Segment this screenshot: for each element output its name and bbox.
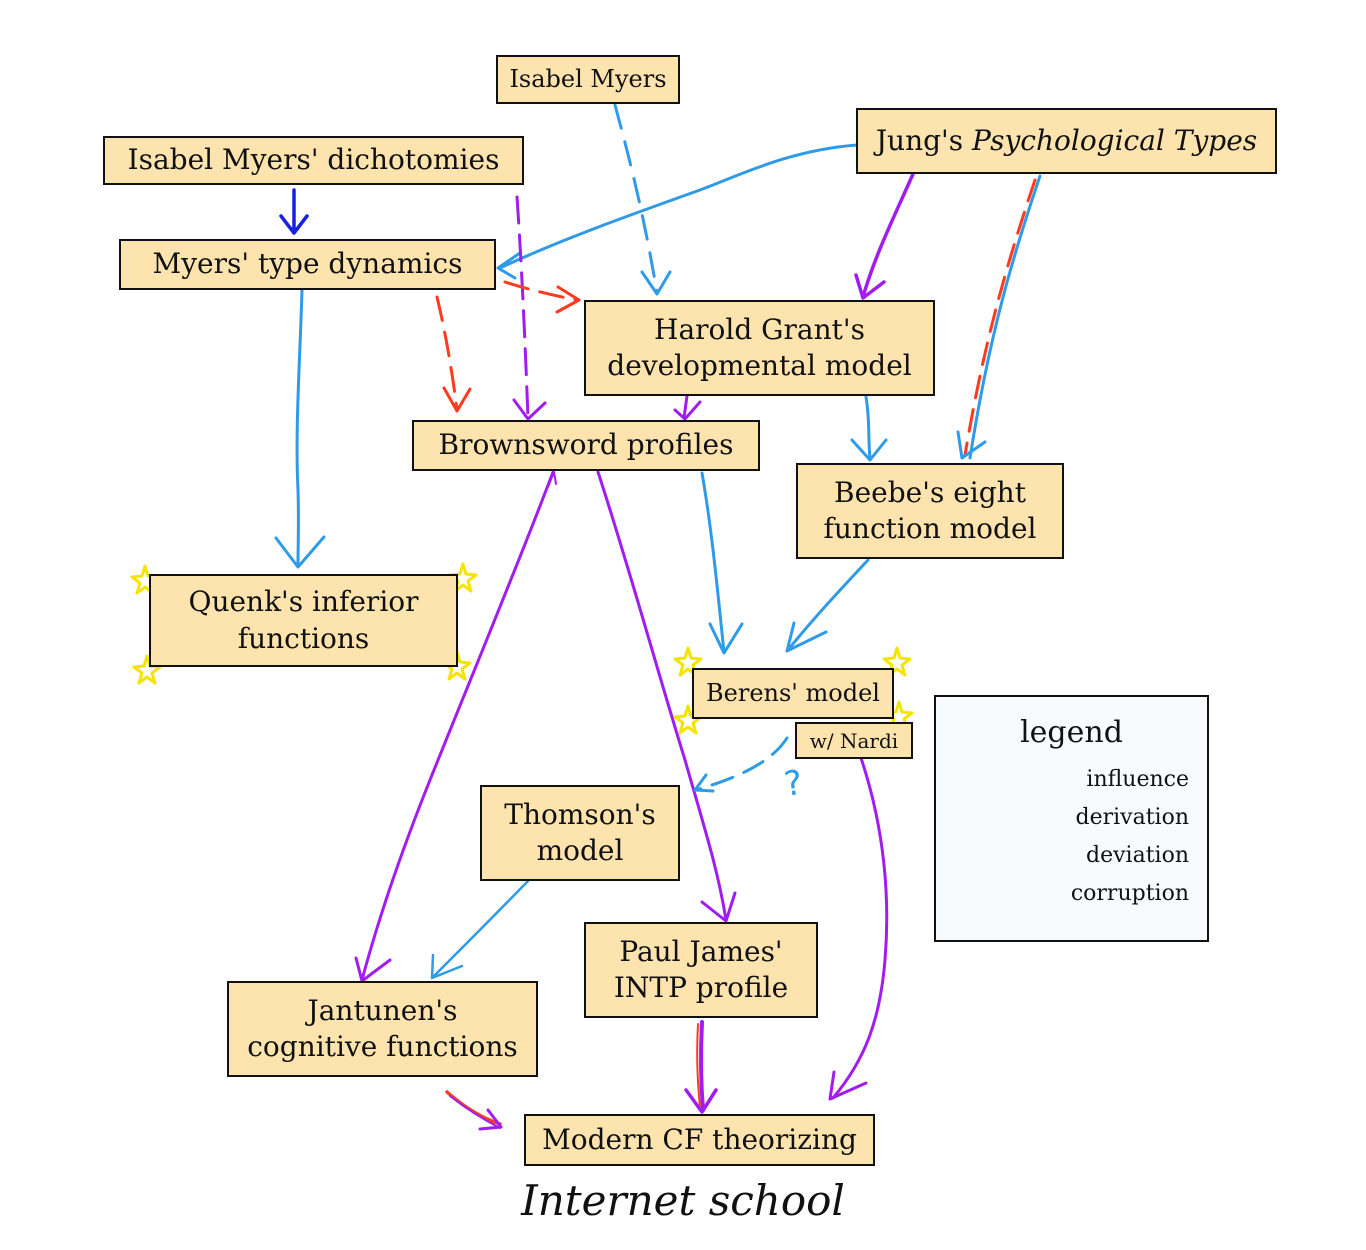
legend-box: legend influence derivation deviation co…	[934, 695, 1209, 942]
node-brownsword-profiles: Brownsword profiles	[412, 420, 760, 471]
edge-jung-beebe-influence	[968, 174, 1042, 460]
edge-james-modern-corruption	[696, 1023, 701, 1109]
legend-title: legend	[1020, 715, 1123, 750]
node-nardi-tag: w/ Nardi	[795, 722, 913, 759]
node-paul-james-profile: Paul James' INTP profile	[584, 922, 818, 1018]
node-myers-dichotomies: Isabel Myers' dichotomies	[103, 136, 524, 185]
edge-nardi-modern	[831, 756, 889, 1100]
legend-label-corruption: corruption	[1070, 881, 1189, 906]
edge-james-modern-deviation	[698, 1020, 705, 1112]
edge-beebe-berens	[786, 558, 870, 652]
legend-label-derivation: derivation	[1075, 805, 1190, 830]
edge-thomson-jantunen	[431, 879, 530, 979]
edge-isabel-grant	[613, 103, 659, 295]
jung-prefix: Jung's	[875, 123, 973, 157]
edge-berens-thomson	[694, 736, 789, 792]
edge-grant-beebe	[864, 395, 872, 460]
node-quenk-inferior-functions: Quenk's inferior functions	[149, 574, 458, 667]
node-grant-model: Harold Grant's developmental model	[584, 300, 935, 396]
edge-type-dynamics-brownsword	[435, 295, 459, 412]
edge-jung-beebe-corruption	[963, 178, 1037, 457]
jung-book-title: Psychological Types	[972, 123, 1258, 157]
edge-brownsword-berens	[700, 471, 726, 654]
edge-jung-type-dynamics	[498, 143, 859, 270]
diagram-caption: Internet school	[521, 1176, 845, 1225]
legend-label-influence: influence	[1086, 767, 1189, 792]
legend-label-deviation: deviation	[1086, 843, 1189, 868]
node-thomson-model: Thomson's model	[480, 785, 680, 881]
node-jantunen-cognitive-functions: Jantunen's cognitive functions	[227, 981, 538, 1077]
node-type-dynamics: Myers' type dynamics	[119, 239, 496, 290]
node-jung-psychological-types: Jung's Psychological Types	[856, 108, 1277, 174]
node-modern-cf-theorizing: Modern CF theorizing	[524, 1114, 875, 1166]
node-isabel-myers: Isabel Myers	[496, 55, 680, 104]
edge-dichotomies-brownsword	[515, 195, 530, 420]
edge-brownsword-jantunen	[360, 470, 555, 982]
node-beebe-model: Beebe's eight function model	[796, 463, 1064, 559]
edge-jantunen-modern-corruption	[445, 1090, 502, 1126]
edge-brownsword-james	[596, 470, 728, 922]
edge-jung-grant	[861, 172, 915, 299]
edge-grant-brownsword	[682, 394, 689, 420]
uncertain-question-mark: ?	[782, 763, 805, 805]
node-berens-model: Berens' model	[692, 668, 894, 719]
edge-type-dynamics-grant	[503, 280, 580, 302]
edge-jantunen-modern-deviation	[449, 1095, 501, 1129]
edge-type-dynamics-quenk	[295, 288, 304, 568]
